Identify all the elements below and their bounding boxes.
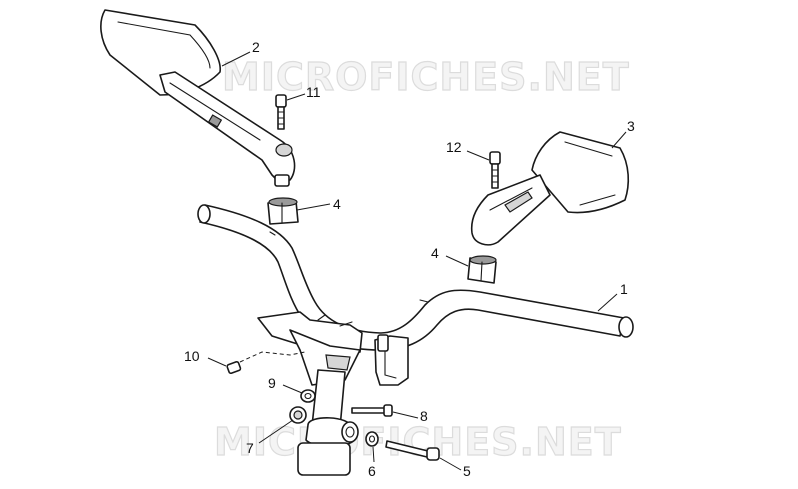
callout-11: 11 — [306, 84, 321, 100]
right-mirror-adapter — [467, 255, 497, 284]
callout-3: 3 — [627, 118, 635, 134]
nut-9 — [300, 389, 316, 403]
watermark-top: MICROFICHES.NET — [222, 55, 630, 99]
left-mirror-adapter — [267, 197, 299, 225]
watermark-bottom: MICROFICHES.NET — [214, 420, 622, 464]
callout-9: 9 — [268, 375, 276, 391]
callout-4-left: 4 — [333, 196, 341, 212]
steering-stem — [297, 369, 359, 476]
callout-5: 5 — [463, 463, 471, 479]
callout-10: 10 — [184, 348, 200, 364]
nut-7 — [289, 406, 307, 424]
callout-6: 6 — [368, 463, 376, 479]
callout-12: 12 — [446, 139, 462, 155]
washer-6 — [365, 431, 379, 447]
callout-2: 2 — [252, 39, 260, 55]
callout-8: 8 — [420, 408, 428, 424]
left-mirror-bolt — [275, 94, 287, 130]
callout-leaders — [207, 51, 627, 471]
right-mirror — [470, 131, 630, 246]
handlebar — [197, 204, 634, 351]
left-mirror — [100, 9, 296, 187]
callout-7: 7 — [246, 440, 254, 456]
bolt-8 — [351, 404, 393, 417]
screw-10 — [226, 351, 306, 375]
callout-1: 1 — [620, 281, 628, 297]
bolt-5 — [385, 440, 440, 461]
callout-4-right: 4 — [431, 245, 439, 261]
right-mirror-bolt — [489, 151, 501, 189]
